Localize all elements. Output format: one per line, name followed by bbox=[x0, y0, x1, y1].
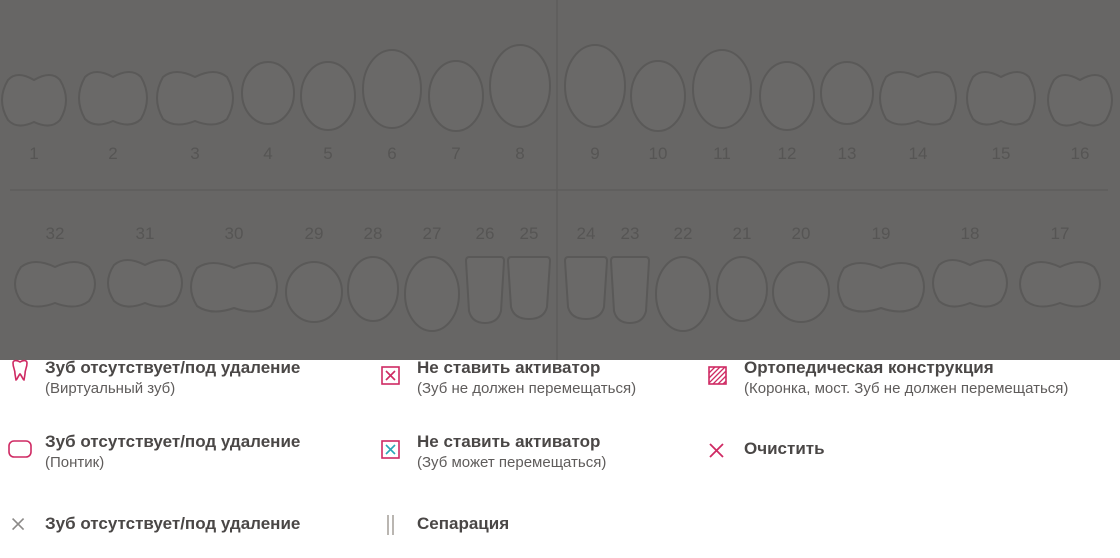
tooth-number-29: 29 bbox=[304, 224, 324, 243]
tooth-24[interactable] bbox=[563, 256, 609, 321]
legend-separation-title: Сепарация bbox=[417, 514, 510, 533]
tooth-30[interactable] bbox=[190, 262, 278, 313]
tooth-number-9: 9 bbox=[590, 144, 600, 163]
tooth-number-15: 15 bbox=[991, 144, 1011, 163]
tooth-number-4: 4 bbox=[263, 144, 273, 163]
legend-orthopedic-subtitle: (Коронка, мост. Зуб не должен перемещать… bbox=[744, 380, 1069, 397]
clear-button-label: Очистить bbox=[744, 439, 825, 458]
tooth-26[interactable] bbox=[464, 256, 506, 325]
tooth-20[interactable] bbox=[772, 261, 830, 323]
tooth-number-18: 18 bbox=[960, 224, 980, 243]
tooth-number-1: 1 bbox=[29, 144, 39, 163]
tooth-32[interactable] bbox=[14, 261, 96, 308]
teeth-canvas bbox=[1, 44, 1113, 332]
tooth-number-17: 17 bbox=[1050, 224, 1070, 243]
tooth-number-11: 11 bbox=[713, 144, 731, 163]
tooth-number-6: 6 bbox=[387, 144, 397, 163]
tooth-number-2: 2 bbox=[108, 144, 118, 163]
tooth-outline-icon bbox=[12, 359, 28, 381]
tooth-4[interactable] bbox=[241, 61, 295, 125]
tooth-16[interactable] bbox=[1047, 74, 1113, 127]
tooth-number-23: 23 bbox=[620, 224, 640, 243]
rounded-rect-icon bbox=[8, 440, 32, 458]
tooth-number-16: 16 bbox=[1070, 144, 1090, 163]
legend-no-activator-fixed-subtitle: (Зуб не должен перемещаться) bbox=[417, 380, 637, 397]
legend-virtual-tooth-subtitle: (Виртуальный зуб) bbox=[45, 380, 176, 397]
tooth-7[interactable] bbox=[428, 60, 484, 132]
legend-virtual-tooth-title: Зуб отсутствует/под удаление bbox=[45, 358, 301, 377]
legend-pontic-subtitle: (Понтик) bbox=[45, 454, 105, 471]
legend-no-activator-movable-title: Не ставить активатор bbox=[417, 432, 601, 451]
double-bar-icon bbox=[387, 515, 394, 535]
tooth-2[interactable] bbox=[78, 71, 148, 126]
tooth-31[interactable] bbox=[107, 259, 183, 308]
tooth-number-32: 32 bbox=[45, 224, 65, 243]
legend-no-activator-movable-subtitle: (Зуб может перемещаться) bbox=[417, 454, 607, 471]
tooth-25[interactable] bbox=[506, 256, 552, 321]
legend-missing-tooth-title: Зуб отсутствует/под удаление bbox=[45, 514, 301, 533]
tooth-number-31: 31 bbox=[135, 224, 155, 243]
tooth-number-5: 5 bbox=[323, 144, 333, 163]
tooth-10[interactable] bbox=[630, 60, 686, 132]
tooth-27[interactable] bbox=[404, 256, 460, 332]
tooth-number-21: 21 bbox=[732, 224, 752, 243]
tooth-number-27: 27 bbox=[422, 224, 442, 243]
tooth-15[interactable] bbox=[966, 71, 1036, 126]
tooth-number-25: 25 bbox=[519, 224, 539, 243]
x-icon bbox=[11, 517, 25, 531]
tooth-18[interactable] bbox=[932, 259, 1008, 308]
legend-no-activator-fixed-title: Не ставить активатор bbox=[417, 358, 601, 377]
boxed-x-icon bbox=[381, 366, 400, 385]
tooth-5[interactable] bbox=[300, 61, 356, 131]
tooth-number-28: 28 bbox=[363, 224, 383, 243]
tooth-19[interactable] bbox=[837, 262, 925, 313]
tooth-6[interactable] bbox=[362, 49, 422, 129]
legend-orthopedic-title: Ортопедическая конструкция bbox=[744, 358, 994, 377]
tooth-number-10: 10 bbox=[648, 144, 668, 163]
tooth-number-12: 12 bbox=[777, 144, 797, 163]
tooth-number-30: 30 bbox=[224, 224, 244, 243]
tooth-1[interactable] bbox=[1, 74, 67, 127]
tooth-number-20: 20 bbox=[791, 224, 811, 243]
tooth-28[interactable] bbox=[347, 256, 399, 322]
hatched-square-icon bbox=[708, 366, 727, 385]
tooth-11[interactable] bbox=[692, 49, 752, 129]
tooth-9[interactable] bbox=[564, 44, 626, 128]
tooth-3[interactable] bbox=[156, 71, 234, 126]
tooth-12[interactable] bbox=[759, 61, 815, 131]
tooth-number-8: 8 bbox=[515, 144, 525, 163]
tooth-number-3: 3 bbox=[190, 144, 200, 163]
tooth-number-24: 24 bbox=[576, 224, 596, 243]
tooth-13[interactable] bbox=[820, 61, 874, 125]
tooth-number-13: 13 bbox=[837, 144, 857, 163]
tooth-number-7: 7 bbox=[451, 144, 461, 163]
tooth-8[interactable] bbox=[489, 44, 551, 128]
boxed-x-teal-icon bbox=[381, 440, 400, 459]
tooth-17[interactable] bbox=[1019, 261, 1101, 308]
tooth-23[interactable] bbox=[609, 256, 651, 325]
tooth-21[interactable] bbox=[716, 256, 768, 322]
tooth-number-22: 22 bbox=[673, 224, 693, 243]
tooth-29[interactable] bbox=[285, 261, 343, 323]
tooth-22[interactable] bbox=[655, 256, 711, 332]
tooth-number-19: 19 bbox=[871, 224, 891, 243]
clear-x-icon bbox=[709, 443, 724, 458]
legend-pontic-title: Зуб отсутствует/под удаление bbox=[45, 432, 301, 451]
tooth-14[interactable] bbox=[879, 71, 957, 126]
tooth-number-26: 26 bbox=[475, 224, 495, 243]
tooth-number-14: 14 bbox=[908, 144, 928, 163]
